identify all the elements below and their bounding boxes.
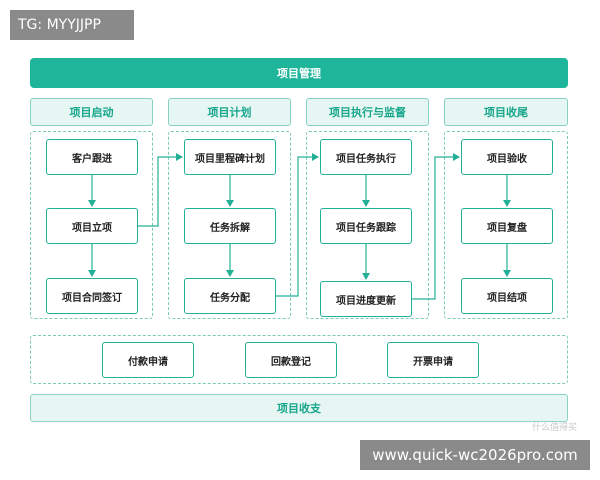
phase-header-close: 项目收尾 <box>444 98 568 126</box>
project-management-banner: 项目管理 <box>30 58 568 88</box>
phase-header-plan: 项目计划 <box>168 98 291 126</box>
node-progress-update: 项目进度更新 <box>320 281 412 317</box>
node-customer-followup: 客户跟进 <box>46 139 138 175</box>
phase-header-execute: 项目执行与监督 <box>306 98 429 126</box>
node-project-acceptance: 项目验收 <box>461 139 553 175</box>
project-finance-bar: 项目收支 <box>30 394 568 422</box>
node-payment-receipt: 回款登记 <box>245 342 337 378</box>
node-task-breakdown: 任务拆解 <box>184 208 276 244</box>
site-logo: 什么值得买 <box>532 423 578 433</box>
node-task-assignment: 任务分配 <box>184 278 276 314</box>
node-contract-signing: 项目合同签订 <box>46 278 138 314</box>
node-invoice-request: 开票申请 <box>387 342 479 378</box>
node-task-tracking: 项目任务跟踪 <box>320 208 412 244</box>
node-payment-request: 付款申请 <box>102 342 194 378</box>
node-milestone-plan: 项目里程碑计划 <box>184 139 276 175</box>
node-project-initiation: 项目立项 <box>46 208 138 244</box>
node-project-closure: 项目结项 <box>461 278 553 314</box>
node-task-execution: 项目任务执行 <box>320 139 412 175</box>
node-project-review: 项目复盘 <box>461 208 553 244</box>
watermark-url: www.quick-wc2026pro.com <box>360 440 590 470</box>
phase-header-start: 项目启动 <box>30 98 153 126</box>
tg-tag: TG: MYYJJPP <box>10 10 134 40</box>
